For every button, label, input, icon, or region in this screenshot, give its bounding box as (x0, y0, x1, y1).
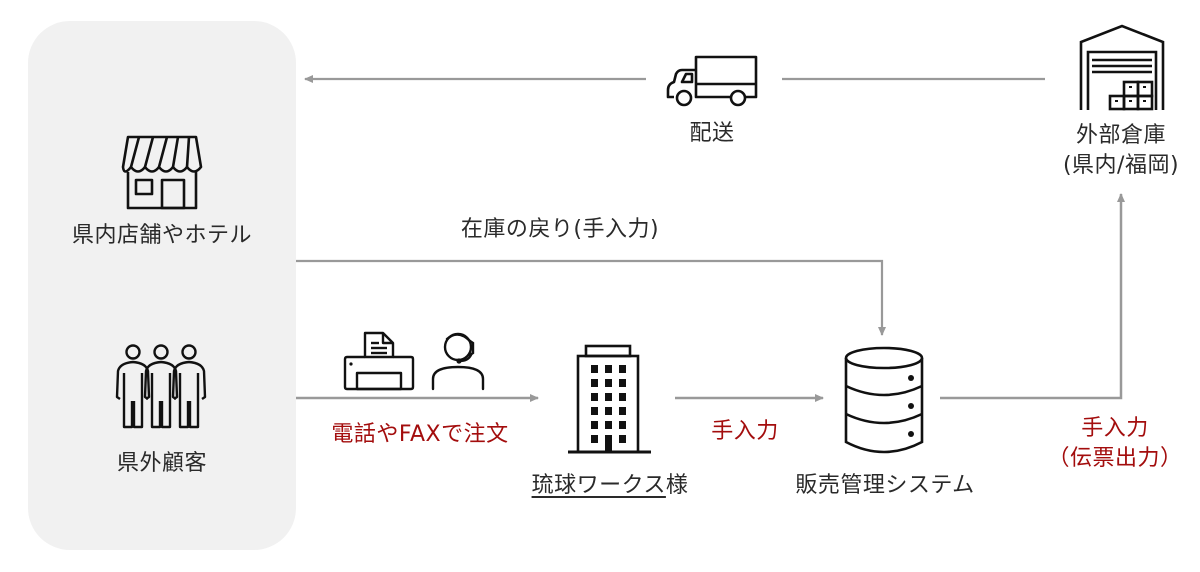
building-window (605, 393, 612, 401)
store-icon (121, 135, 203, 210)
manual-input-label: 手入力 (711, 419, 779, 444)
building-window (605, 421, 612, 429)
building-window (619, 421, 626, 429)
building-window (591, 435, 598, 443)
ryukyu-works-label: 琉球ワークス様 (505, 472, 715, 500)
building-window (591, 407, 598, 415)
building-window (619, 407, 626, 415)
building-window (591, 393, 598, 401)
delivery-label: 配送 (689, 121, 735, 146)
stores-label: 県内店舗やホテル (71, 223, 252, 248)
sales-system-label: 販売管理システム (795, 473, 975, 498)
building-window (605, 379, 612, 387)
warehouse-label-line1: 外部倉庫 (1075, 123, 1166, 148)
headset-operator-icon (431, 332, 485, 391)
people-icon (115, 344, 207, 429)
warehouse-icon (1079, 24, 1165, 111)
slip-output-label-line1: 手入力 (1081, 416, 1149, 441)
building-window (591, 365, 598, 373)
slip-output-arrow (940, 193, 1125, 400)
slip-output-label-line2: （伝票出力） (1047, 446, 1183, 471)
stock-return-label: 在庫の戻り(手入力) (460, 217, 660, 242)
building-window (619, 379, 626, 387)
order-label: 電話やFAXで注文 (331, 422, 509, 447)
building-window (605, 407, 612, 415)
building-window (605, 365, 612, 373)
honorific-suffix: 様 (665, 473, 689, 498)
warehouse-label-line2: (県内/福岡) (1062, 153, 1180, 178)
office-building-icon (568, 344, 651, 454)
database-icon (844, 346, 924, 454)
truck-icon (666, 55, 758, 107)
fax-icon (343, 331, 415, 391)
building-window (591, 379, 598, 387)
building-window (591, 421, 598, 429)
building-door (605, 435, 612, 452)
building-window (619, 365, 626, 373)
ryukyu-works-name[interactable]: 琉球ワークス (531, 473, 666, 498)
building-window (619, 393, 626, 401)
stock-return-arrow (296, 259, 886, 336)
customer-group-panel (28, 21, 296, 550)
building-window (619, 435, 626, 443)
outside-customers-label: 県外顧客 (116, 451, 207, 476)
